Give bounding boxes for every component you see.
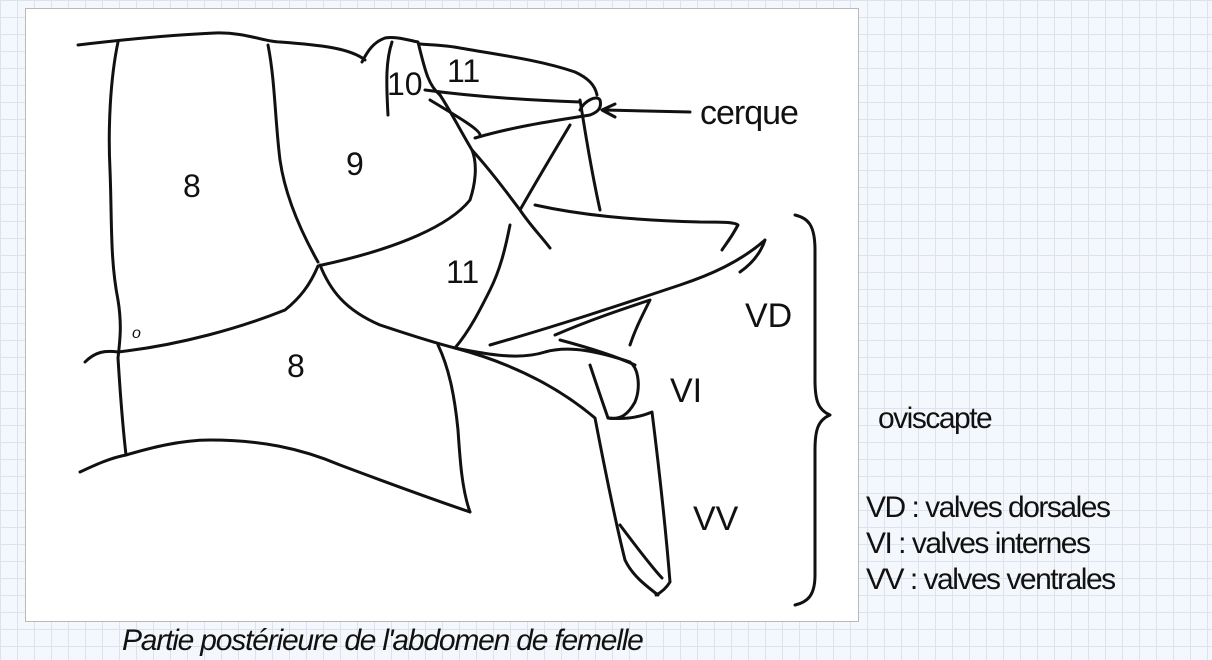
segment-8-ventral-boundary [116, 264, 320, 354]
dorsal-outline [76, 31, 367, 62]
segment-10-label: 10 [387, 66, 423, 102]
valve-dorsal-lower [488, 238, 767, 347]
figure-panel [25, 8, 859, 622]
legend: VD : valves dorsales VI : valves interne… [866, 490, 1116, 598]
cerque-arrow [600, 102, 692, 119]
cerque [473, 96, 602, 140]
valve-dorsal-upper [533, 203, 740, 252]
legend-item-vi: VI : valves internes [866, 527, 1091, 560]
segment-11-process [470, 123, 572, 250]
cerque-label: cerque [700, 94, 798, 132]
segment-9-label: 9 [346, 146, 364, 182]
segment-8-lower-label: 8 [287, 348, 305, 384]
oviscapte-bracket [793, 213, 832, 607]
spiracle-notch [83, 349, 120, 364]
segment-8-lower-outline [116, 356, 472, 514]
segment-11-top-outline [418, 42, 599, 97]
oviscapte-label: oviscapte [878, 402, 993, 435]
legend-item-vv: VV : valves ventrales [866, 563, 1116, 596]
figure-caption: Partie postérieure de l'abdomen de femel… [122, 624, 644, 657]
valve-internal [453, 338, 640, 420]
vi-label: VI [670, 372, 702, 410]
segment-8-upper-label: 8 [183, 168, 201, 204]
vd-label: VD [745, 297, 792, 335]
segment-11-top-label: 11 [447, 53, 480, 89]
legend-item-vd: VD : valves dorsales [866, 491, 1111, 524]
segment-11-label: 11 [446, 254, 479, 290]
segment-9-posterior [320, 93, 477, 267]
anal-plate-lines [423, 88, 582, 137]
valve-ventral [453, 346, 672, 597]
ventral-edge [78, 453, 128, 474]
valve-dorsal-stem [578, 98, 602, 212]
segment-10-outline [360, 36, 442, 97]
segment-8-9-boundary [266, 43, 320, 264]
segment-8-front [107, 40, 122, 360]
spiracle-label: o [132, 325, 141, 342]
vv-label: VV [693, 500, 739, 538]
segment-10-inner [385, 40, 394, 117]
segment-8-lower-post [436, 343, 472, 514]
abdomen-drawing: 10 11 9 8 11 8 o cerque VD VI VV [76, 31, 799, 597]
segment-11-outline [318, 223, 512, 350]
